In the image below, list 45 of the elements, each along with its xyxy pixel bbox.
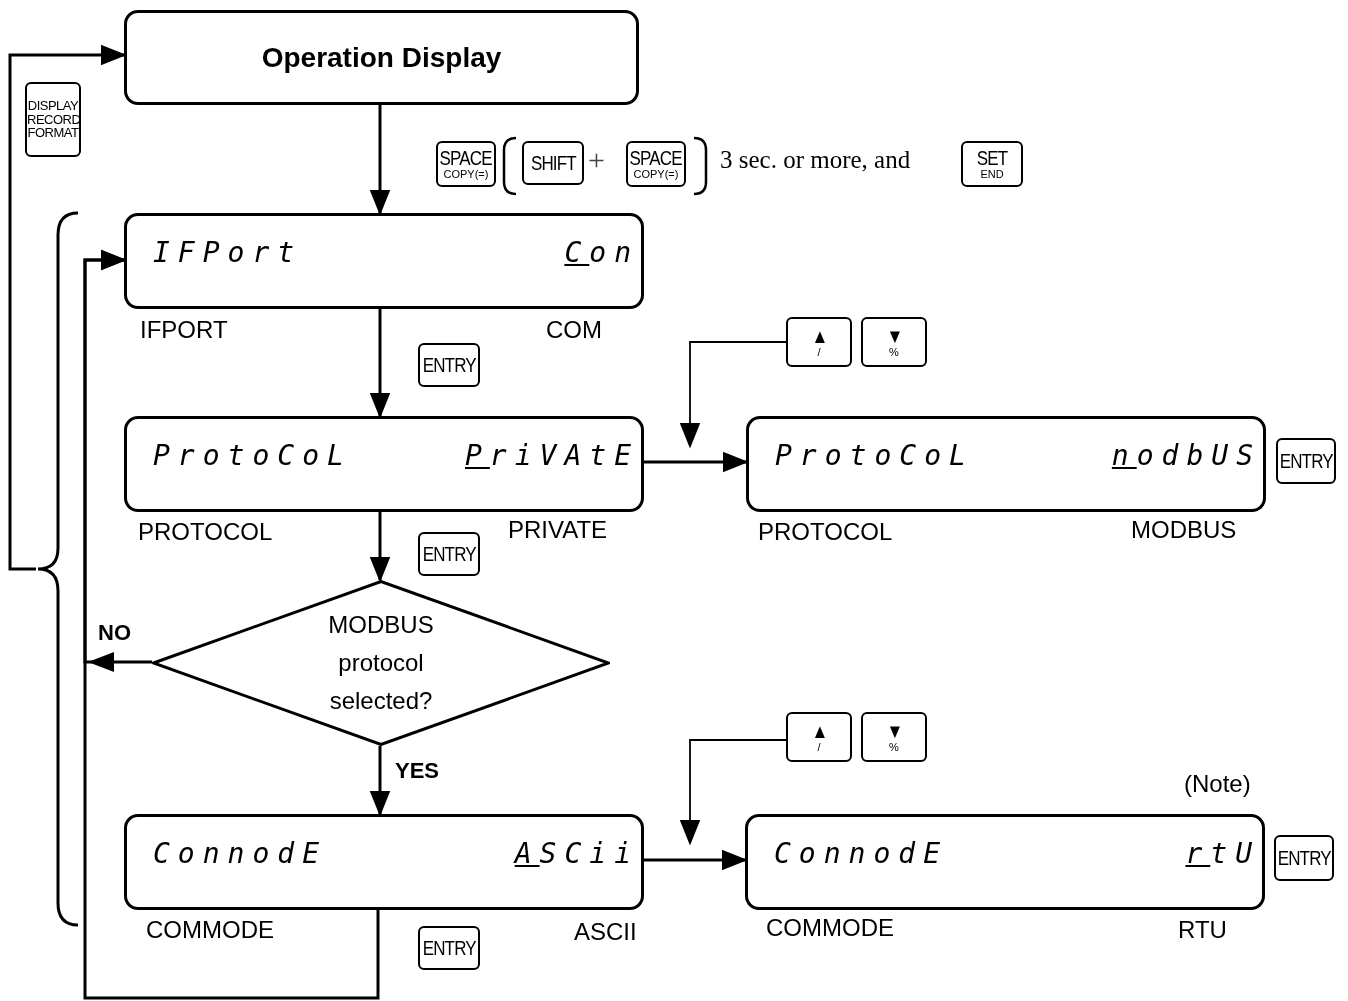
plus-sign: + bbox=[588, 143, 605, 177]
display-caption: PROTOCOL bbox=[138, 518, 273, 546]
display-text: Con bbox=[564, 236, 639, 269]
key-button: ENTRY bbox=[1276, 438, 1336, 484]
key-button: ▼ % bbox=[861, 712, 927, 762]
display-caption: RTU bbox=[1178, 916, 1227, 944]
display-caption: COMMODE bbox=[146, 916, 274, 944]
lcd-display bbox=[124, 213, 644, 309]
lcd-display bbox=[124, 416, 644, 512]
display-caption: MODBUS bbox=[1131, 516, 1237, 544]
display-text: ConnodE bbox=[774, 837, 948, 870]
display-caption: ASCII bbox=[574, 918, 637, 946]
key-button: SPACE COPY(=) bbox=[436, 141, 496, 187]
display-caption: PRIVATE bbox=[508, 516, 608, 544]
key-button: ENTRY bbox=[418, 343, 480, 387]
key-button: ENTRY bbox=[1274, 835, 1334, 881]
lcd-display bbox=[746, 416, 1266, 512]
display-text: nodbUS bbox=[1111, 439, 1261, 472]
display-caption: (Note) bbox=[1184, 770, 1251, 798]
process-box: Operation Display bbox=[124, 10, 639, 105]
key-button: SPACE COPY(=) bbox=[626, 141, 686, 187]
instruction-text: 3 sec. or more, and bbox=[720, 146, 911, 174]
display-text: ASCii bbox=[514, 837, 639, 870]
display-text: ProtoCoL bbox=[775, 439, 974, 472]
key-button: SET END bbox=[961, 141, 1023, 187]
brace bbox=[36, 211, 80, 927]
lcd-display bbox=[745, 814, 1265, 910]
display-caption: PROTOCOL bbox=[758, 518, 893, 546]
key-button: SHIFT bbox=[522, 141, 584, 185]
display-text: IFPort bbox=[153, 236, 303, 269]
key-button: ENTRY bbox=[418, 926, 480, 970]
display-caption: IFPORT bbox=[140, 316, 228, 344]
key-button: ▼ % bbox=[861, 317, 927, 367]
display-caption: COM bbox=[546, 316, 602, 344]
display-text: ConnodE bbox=[153, 837, 327, 870]
key-button: ▲ / bbox=[786, 712, 852, 762]
display-text: ProtoCoL bbox=[153, 439, 352, 472]
key-button: DISPLAY RECORD FORMAT bbox=[25, 82, 81, 157]
display-text: rtU bbox=[1185, 837, 1260, 870]
key-button: ▲ / bbox=[786, 317, 852, 367]
lcd-display bbox=[124, 814, 644, 910]
display-text: PriVAtE bbox=[465, 439, 639, 472]
decision-diamond: MODBUS protocol selected? bbox=[152, 580, 610, 746]
display-caption: COMMODE bbox=[766, 914, 894, 942]
key-button: ENTRY bbox=[418, 532, 480, 576]
